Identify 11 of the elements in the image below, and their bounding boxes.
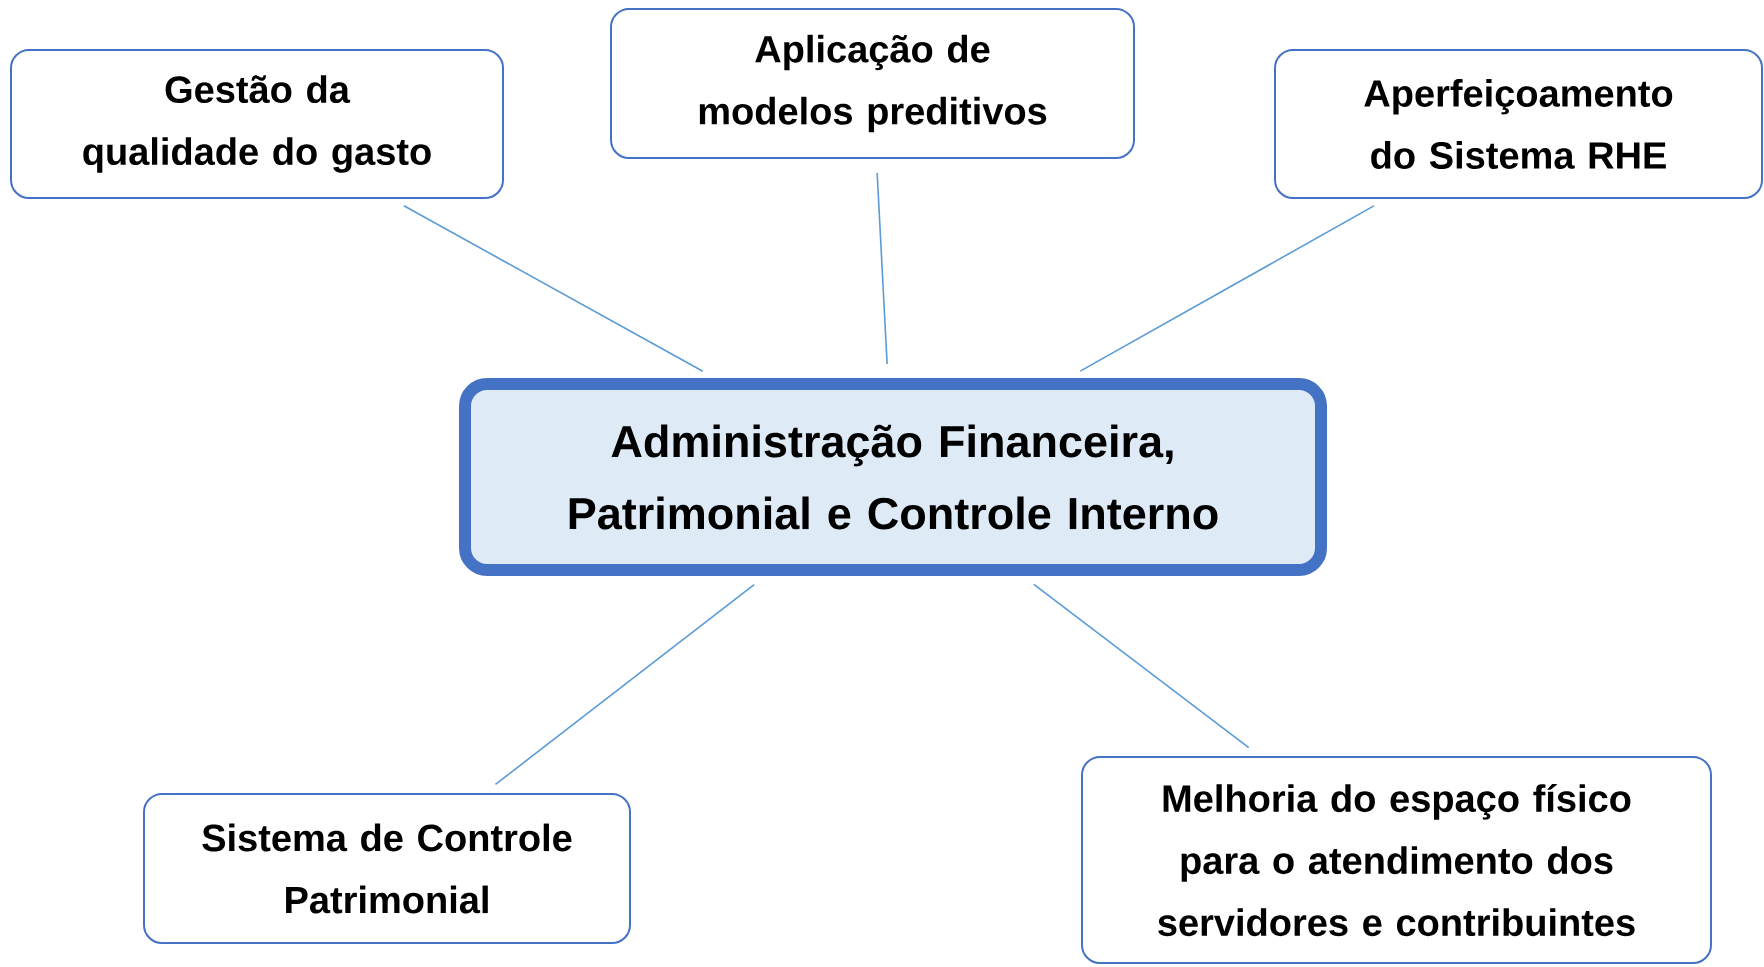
topic-box: Sistema de Controle Patrimonial <box>143 793 631 944</box>
connector-line <box>1033 583 1250 749</box>
topic-box: Gestão da qualidade do gasto <box>10 49 504 199</box>
connector-line <box>1079 205 1375 372</box>
topic-box: Melhoria do espaço físico para o atendimento dos servidores e contribuintes <box>1081 756 1712 964</box>
connector-line <box>494 583 755 786</box>
central-topic-box: Administração Financeira, Patrimonial e Controle Interno <box>459 378 1327 576</box>
connector-line <box>403 205 704 373</box>
topic-box: Aperfeiçoamento do Sistema RHE <box>1274 49 1763 199</box>
topic-box: Aplicação de modelos preditivos <box>610 8 1135 159</box>
connector-line <box>876 172 888 365</box>
